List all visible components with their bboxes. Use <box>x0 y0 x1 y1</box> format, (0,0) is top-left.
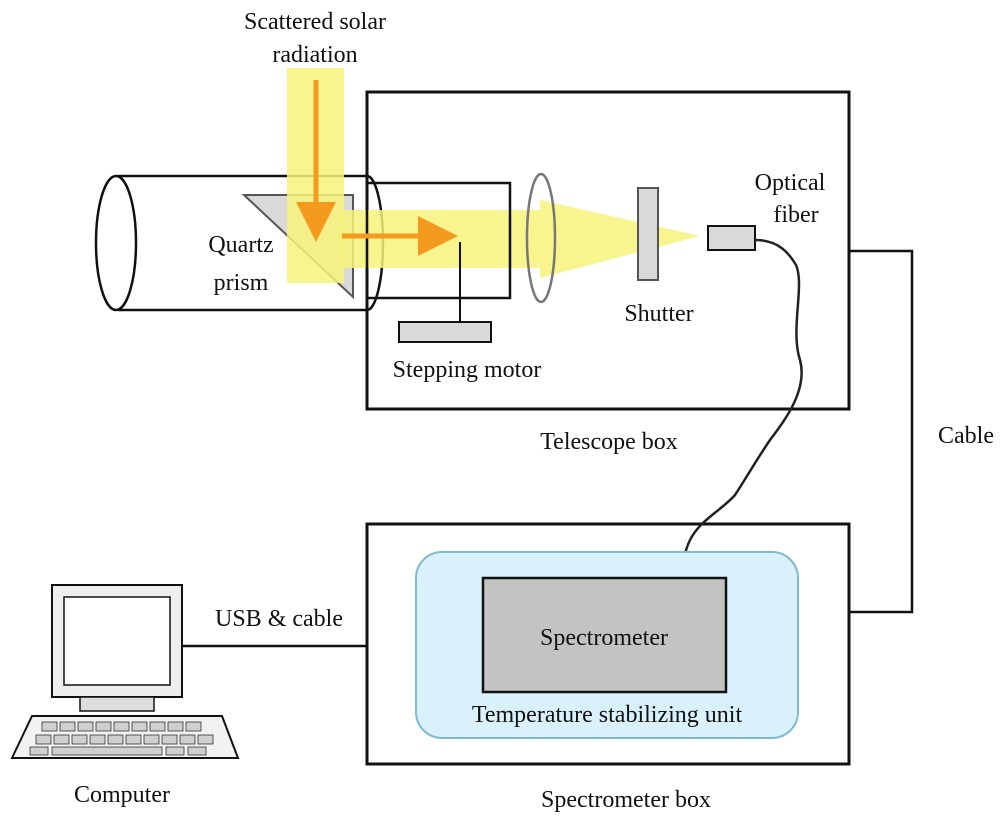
shutter <box>637 187 659 281</box>
spectrometer-box-label: Spectrometer box <box>541 787 711 813</box>
optical-fiber-connector <box>707 225 756 251</box>
quartz-label-line1: Quartz <box>208 232 273 258</box>
lens <box>525 172 557 304</box>
rotating-mount-box <box>365 181 512 300</box>
stepping-motor-label: Stepping motor <box>393 357 542 383</box>
tube-opening <box>94 174 138 312</box>
spectrometer <box>481 576 728 694</box>
telescope-box-label: Telescope box <box>540 429 678 455</box>
solar-label-line1: Scattered solar <box>244 9 386 35</box>
shutter-label: Shutter <box>624 301 693 327</box>
optical-fiber-label-line1: Optical <box>755 170 826 196</box>
stepping-motor <box>398 321 492 343</box>
spectrometer-box <box>365 522 851 766</box>
usb-cable-label: USB & cable <box>215 606 343 632</box>
cable-line <box>849 249 914 614</box>
computer-icon <box>10 584 240 759</box>
quartz-label-line2: prism <box>214 270 269 296</box>
temperature-unit-label: Temperature stabilizing unit <box>472 702 743 728</box>
cable-label: Cable <box>938 423 994 449</box>
optical-fiber <box>680 238 803 579</box>
telescope-tube <box>94 174 385 312</box>
computer-label: Computer <box>74 782 170 808</box>
optical-fiber-label-line2: fiber <box>773 202 818 228</box>
focused-light-cone <box>540 200 700 278</box>
spectrometer-label: Spectrometer <box>540 625 668 651</box>
solar-label-line2: radiation <box>272 42 357 68</box>
